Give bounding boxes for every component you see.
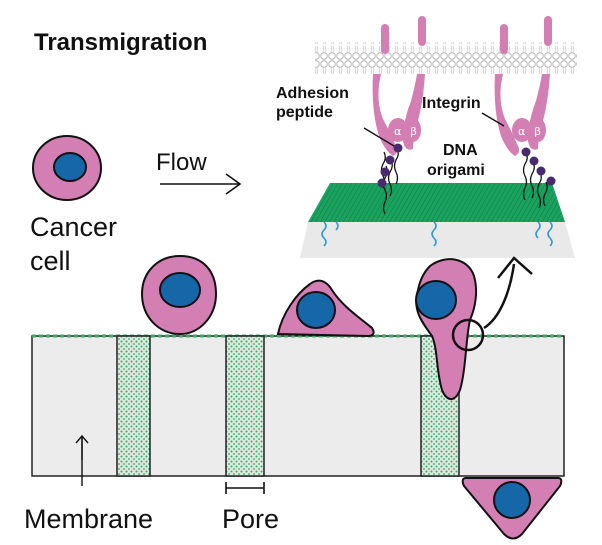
cancer-cell-spreading <box>276 279 375 338</box>
integrin-label: Integrin <box>422 95 481 112</box>
pore-2 <box>225 335 265 477</box>
nucleus <box>53 152 87 182</box>
surface-plane <box>300 222 575 258</box>
adhesion-label-2: peptide <box>276 104 333 121</box>
alpha-label-left: α <box>394 125 401 138</box>
integrin-left <box>372 16 426 156</box>
pore-1 <box>116 335 151 477</box>
alpha-label-right: α <box>518 125 525 138</box>
cancer-cell-label-1: Cancer <box>30 212 117 242</box>
cancer-cell-migrating <box>415 258 478 400</box>
zoom-arrowhead-icon <box>497 256 533 279</box>
adhesion-pointer <box>363 127 395 147</box>
pore-label: Pore <box>222 504 279 534</box>
adhesion-peptides-right <box>521 147 556 209</box>
dna-origami-plate <box>308 183 565 222</box>
adhesion-peptides-left <box>377 143 403 215</box>
cancer-cell-free <box>32 135 102 201</box>
zoom-arrow-icon <box>483 263 516 330</box>
flow-label: Flow <box>156 149 207 176</box>
lipid-bilayer <box>315 42 577 74</box>
cancer-cell-label-2: cell <box>30 246 71 276</box>
title: Transmigration <box>34 29 207 56</box>
dna-anchor-strands <box>321 221 553 247</box>
integrin-right <box>494 16 552 156</box>
dna-origami-label-2: origami <box>427 162 485 179</box>
cancer-cell-round <box>140 254 218 336</box>
adhesion-label-1: Adhesion <box>276 85 349 102</box>
integrin-pointer <box>481 112 505 127</box>
membrane <box>31 335 565 477</box>
flow-arrow-icon <box>160 173 242 195</box>
dna-origami-label-1: DNA <box>443 142 478 159</box>
magnify-circle <box>451 318 485 352</box>
pore-scale-bar <box>225 482 265 494</box>
cancer-cell-transmigrated <box>461 477 563 540</box>
beta-label-right: β <box>534 125 541 138</box>
beta-label-left: β <box>410 125 417 138</box>
membrane-label: Membrane <box>24 504 153 534</box>
membrane-arrow-icon <box>75 434 89 486</box>
